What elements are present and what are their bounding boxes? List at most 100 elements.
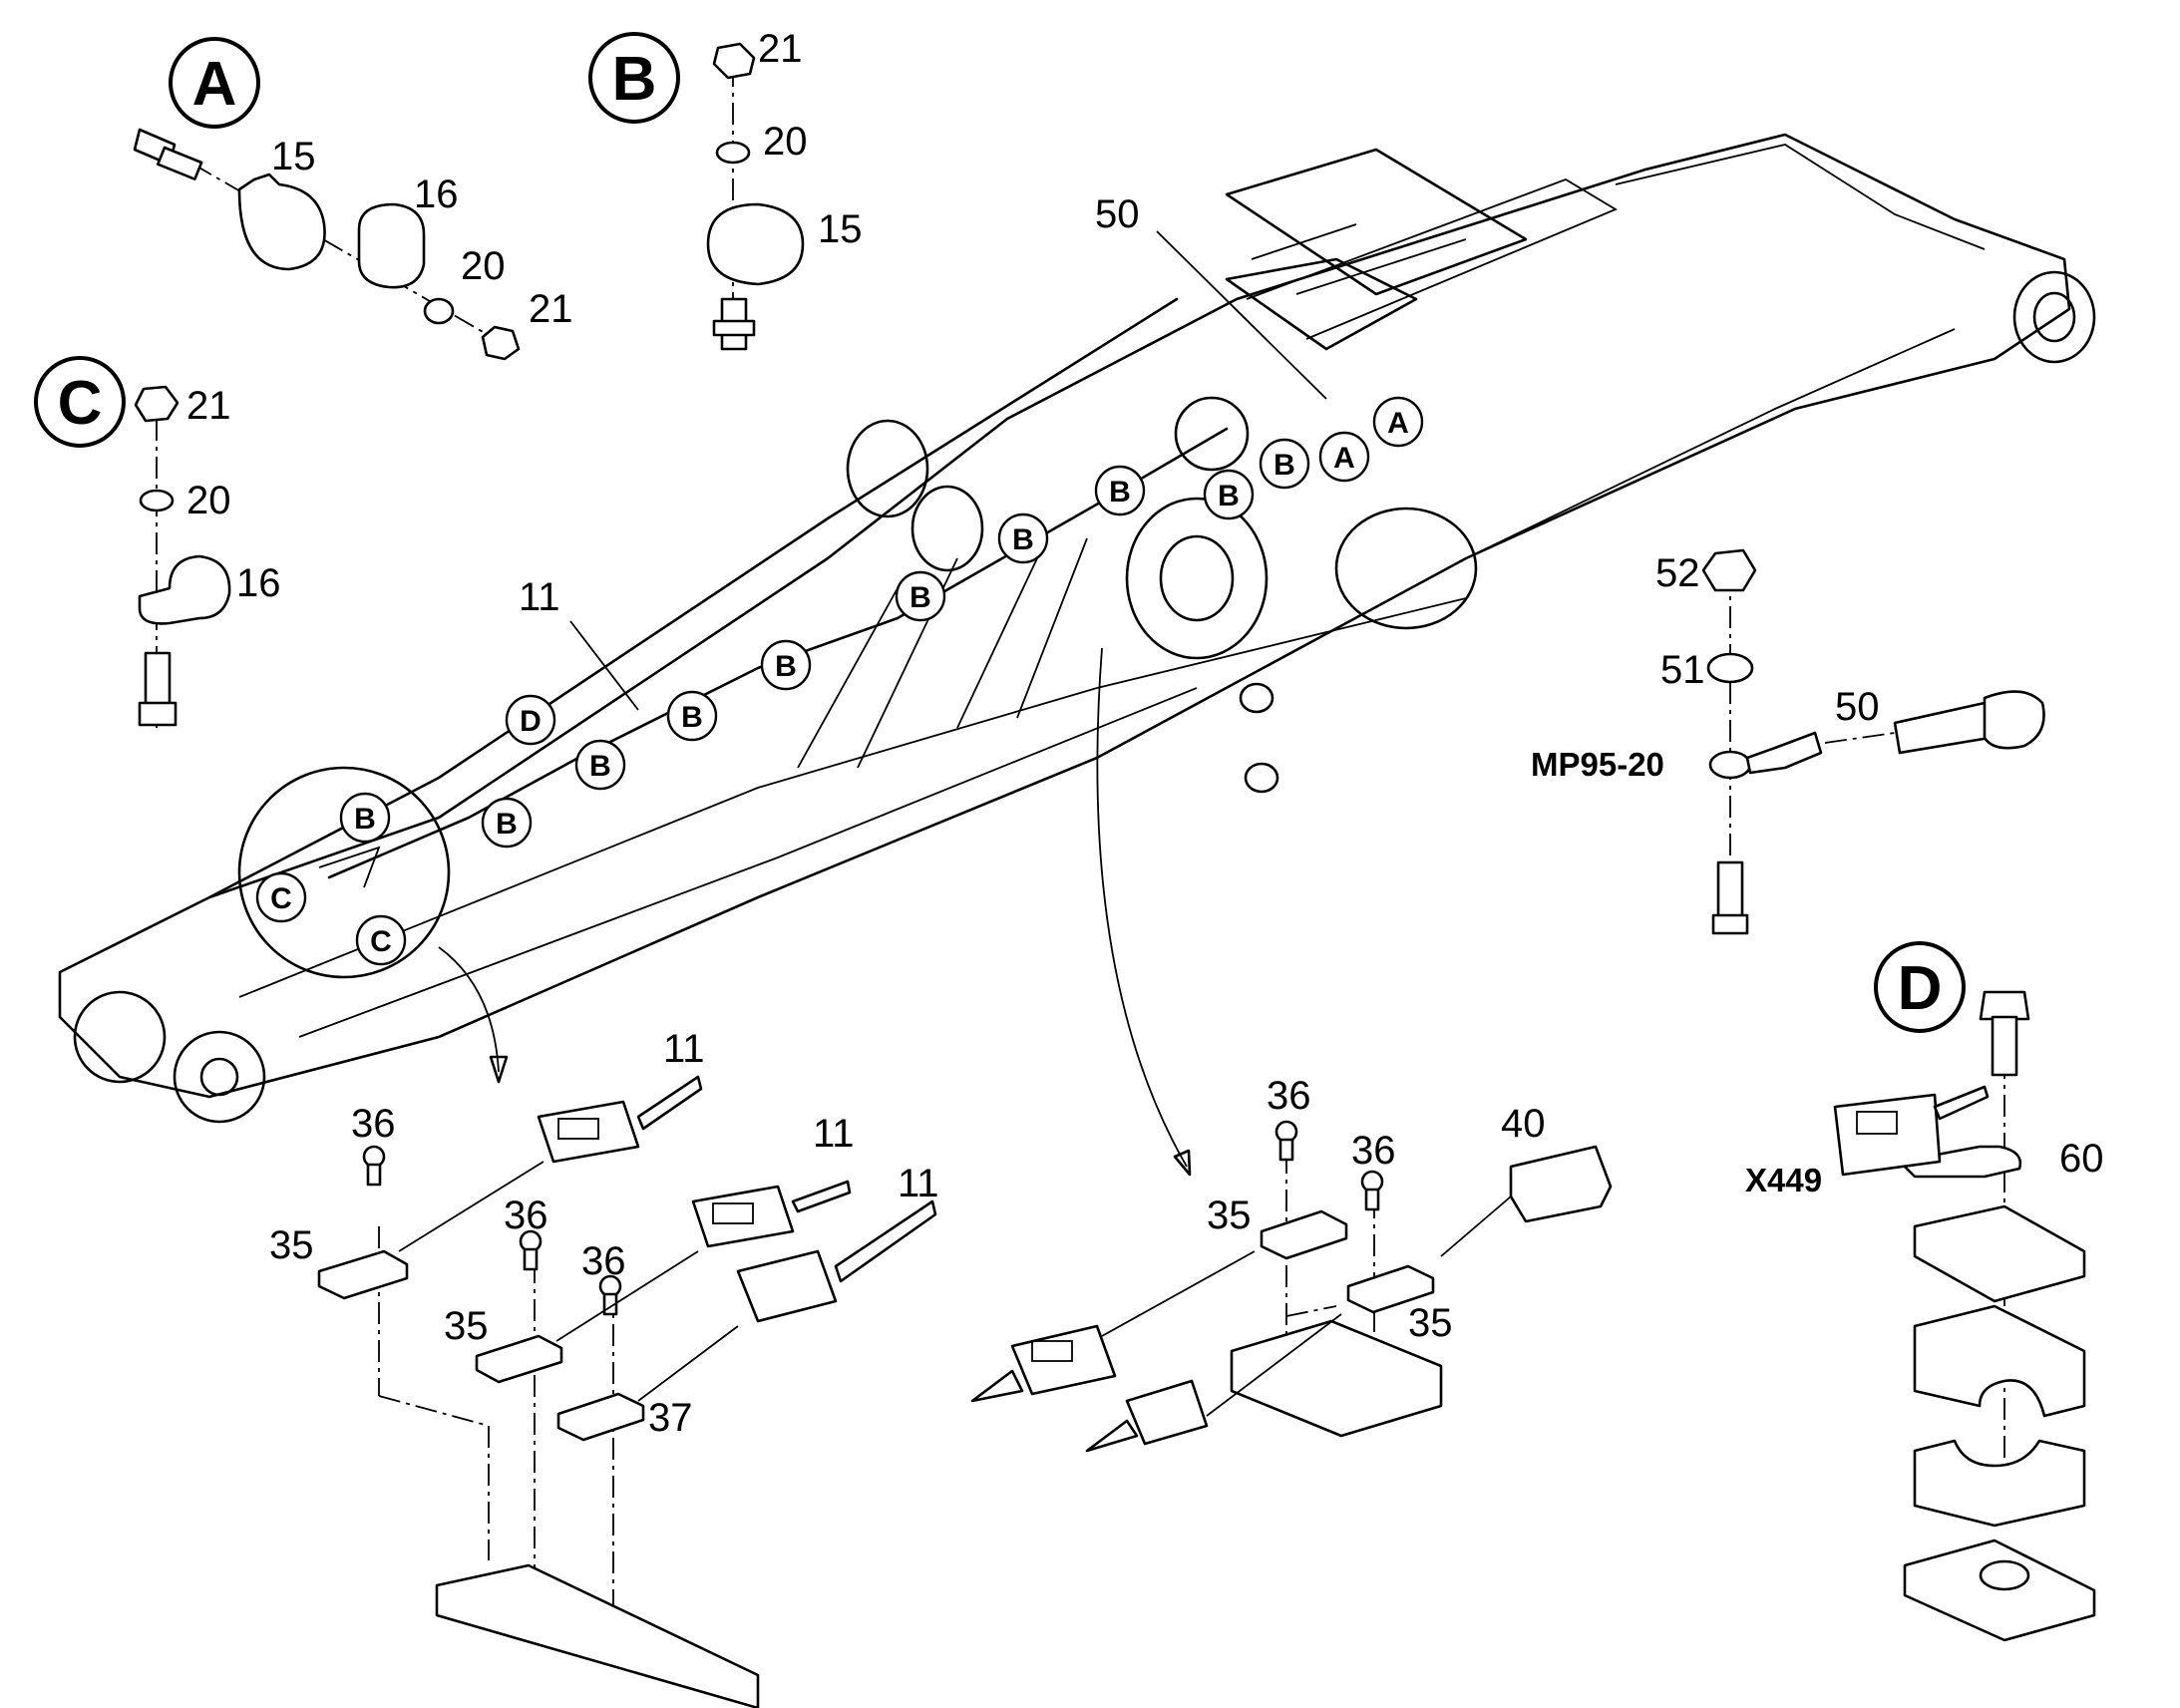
connector-11-c <box>736 1249 838 1323</box>
nut-21-c <box>134 385 180 423</box>
svg-text:B: B <box>354 803 376 836</box>
svg-text:21: 21 <box>186 384 231 428</box>
callout-b-3: B <box>1094 465 1146 516</box>
callout-b-7: B <box>666 690 718 742</box>
svg-text:35: 35 <box>269 1223 314 1267</box>
clamp-15-a <box>237 172 326 271</box>
svg-text:35: 35 <box>444 1304 489 1348</box>
nut-52 <box>1701 548 1757 592</box>
svg-text:52: 52 <box>1655 551 1700 595</box>
mount-37 <box>556 1392 645 1442</box>
svg-text:50: 50 <box>1835 685 1880 729</box>
svg-text:B: B <box>1012 523 1034 556</box>
svg-text:36: 36 <box>1351 1129 1396 1173</box>
connector-11-a <box>537 1100 640 1164</box>
svg-text:11: 11 <box>898 1162 939 1205</box>
svg-text:MP95-20: MP95-20 <box>1531 746 1664 783</box>
connector-left-1 <box>1010 1324 1117 1396</box>
callout-d: D <box>505 694 556 746</box>
bushing-15-b <box>706 202 805 286</box>
mounting-bar <box>435 1563 760 1708</box>
bushing-16-a <box>357 202 426 289</box>
svg-text:15: 15 <box>818 207 863 251</box>
svg-text:11: 11 <box>813 1112 855 1156</box>
callout-b-9: B <box>481 797 533 849</box>
svg-text:A: A <box>1333 442 1355 475</box>
nut-21-b <box>712 42 756 80</box>
svg-text:20: 20 <box>186 479 231 522</box>
leader-arrow-middle <box>1096 647 1188 1168</box>
svg-text:16: 16 <box>414 172 459 216</box>
zoom-circle-mid <box>1174 396 1250 472</box>
callout-c-zoom-2: C <box>355 914 407 966</box>
leader-11 <box>569 620 639 711</box>
svg-text:60: 60 <box>2059 1137 2104 1181</box>
clamp-top-plate <box>1913 1204 2086 1303</box>
callout-a-2: A <box>1318 431 1370 483</box>
detail-label-a: A <box>169 37 260 129</box>
callout-b-zoom: B <box>339 792 391 844</box>
detail-label-c: C <box>34 356 126 448</box>
svg-text:21: 21 <box>529 287 573 331</box>
svg-text:11: 11 <box>519 575 560 619</box>
connector-left-2 <box>1125 1379 1209 1446</box>
callout-b-1: B <box>1259 438 1310 490</box>
callout-b-6: B <box>760 639 812 691</box>
callout-b-2: B <box>1203 469 1255 520</box>
callout-c-zoom-1: C <box>255 871 307 923</box>
callout-b-5: B <box>895 570 946 622</box>
svg-text:A: A <box>1387 407 1409 440</box>
callout-b-8: B <box>574 739 626 791</box>
clamp-half-lower <box>1913 1439 2086 1528</box>
svg-text:36: 36 <box>351 1102 396 1146</box>
svg-text:C: C <box>58 369 103 438</box>
svg-text:A: A <box>192 50 237 119</box>
svg-text:B: B <box>681 701 703 734</box>
svg-text:C: C <box>270 882 292 915</box>
svg-text:35: 35 <box>1207 1194 1252 1237</box>
detail-b-assembly <box>706 42 805 351</box>
svg-text:16: 16 <box>236 561 281 605</box>
svg-text:B: B <box>589 750 611 783</box>
svg-text:B: B <box>612 45 657 114</box>
detail-d-assembly <box>1833 990 2096 1642</box>
svg-text:B: B <box>1109 476 1131 509</box>
svg-text:36: 36 <box>581 1239 626 1283</box>
svg-text:36: 36 <box>504 1194 548 1237</box>
boom-structure <box>58 133 2096 1124</box>
svg-text:B: B <box>1273 449 1295 482</box>
washer-51 <box>1706 652 1754 684</box>
clamp-half-upper <box>1913 1304 2086 1418</box>
leader-arrow-left <box>438 946 500 1073</box>
svg-text:20: 20 <box>461 244 506 288</box>
zoom-circle-detail: B C C <box>237 766 451 979</box>
svg-text:C: C <box>370 925 392 958</box>
washer-20-a <box>423 297 455 325</box>
detail-c-assembly <box>134 385 231 728</box>
connector-40 <box>1509 1145 1613 1223</box>
svg-text:B: B <box>775 650 797 683</box>
svg-text:21: 21 <box>758 27 803 71</box>
svg-text:B: B <box>496 808 518 841</box>
ground-stud-assembly <box>1701 548 2045 935</box>
nut-21-a <box>481 325 521 361</box>
detail-a-assembly <box>133 128 521 361</box>
ring-terminal <box>1708 750 1752 780</box>
svg-text:20: 20 <box>763 120 808 164</box>
svg-text:40: 40 <box>1501 1102 1546 1146</box>
bracket-60 <box>1898 1145 2022 1179</box>
callout-b-4: B <box>997 512 1049 564</box>
svg-text:B: B <box>1218 480 1240 512</box>
connector-11-b <box>691 1185 795 1248</box>
svg-text:X449: X449 <box>1745 1162 1822 1198</box>
svg-text:35: 35 <box>1408 1301 1453 1345</box>
mount-35-c <box>1260 1209 1348 1260</box>
washer-20-b <box>715 141 751 165</box>
svg-text:50: 50 <box>1095 192 1140 236</box>
connector-x449 <box>1833 1093 1942 1177</box>
washer-20-c <box>139 489 175 512</box>
clamp-16-c <box>138 554 231 625</box>
bottom-middle-connector-assembly <box>970 1120 1613 1453</box>
mount-35-b <box>475 1334 563 1384</box>
